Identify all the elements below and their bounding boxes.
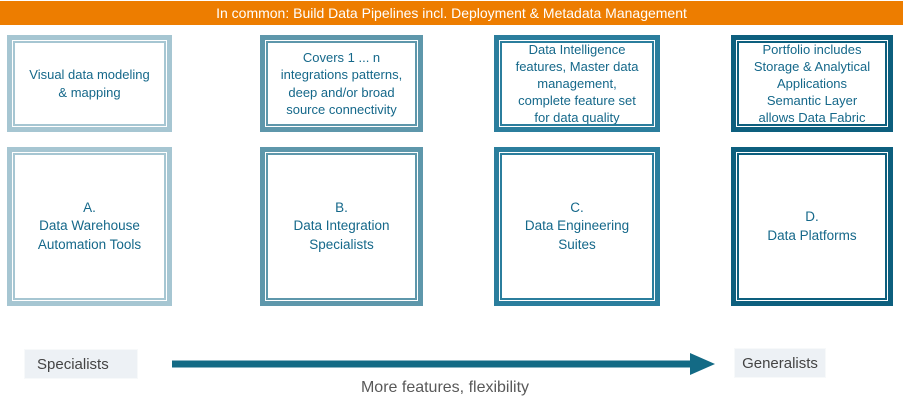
generalists-label: Generalists [735, 349, 825, 377]
feature-box-c: Data Intelligence features, Master data … [494, 35, 660, 132]
feature-text-d: Portfolio includes Storage & Analytical … [753, 41, 871, 126]
category-letter-b: B. [335, 200, 348, 216]
category-letter-c: C. [570, 200, 584, 216]
header-banner: In common: Build Data Pipelines incl. De… [0, 1, 903, 25]
feature-box-d: Portfolio includes Storage & Analytical … [731, 35, 893, 132]
feature-text-c: Data Intelligence features, Master data … [515, 41, 639, 126]
category-box-a: A. Data Warehouse Automation Tools [7, 147, 172, 306]
category-letter-a: A. [83, 200, 96, 216]
category-name-a: Data Warehouse Automation Tools [37, 218, 142, 252]
feature-text-a: Visual data modeling & mapping [29, 67, 150, 100]
category-name-d: Data Platforms [767, 227, 857, 243]
category-box-b: B. Data Integration Specialists [260, 147, 423, 306]
category-name-c: Data Engineering Suites [524, 218, 630, 252]
category-box-d: D. Data Platforms [731, 147, 893, 306]
specialists-label: Specialists [25, 350, 137, 378]
more-features-arrow-icon [170, 349, 720, 379]
feature-box-a: Visual data modeling & mapping [7, 35, 172, 132]
category-text-c: C. Data Engineering Suites [525, 199, 629, 254]
category-text-d: D. Data Platforms [767, 208, 856, 244]
category-text-b: B. Data Integration Specialists [293, 199, 389, 254]
feature-text-b: Covers 1 ... n integrations patterns, de… [280, 50, 403, 117]
category-name-b: Data Integration Specialists [293, 218, 390, 252]
arrow-caption: More features, flexibility [360, 379, 530, 396]
category-text-a: A. Data Warehouse Automation Tools [38, 199, 141, 254]
category-letter-d: D. [805, 209, 819, 225]
category-box-c: C. Data Engineering Suites [494, 147, 660, 306]
feature-box-b: Covers 1 ... n integrations patterns, de… [260, 35, 423, 132]
